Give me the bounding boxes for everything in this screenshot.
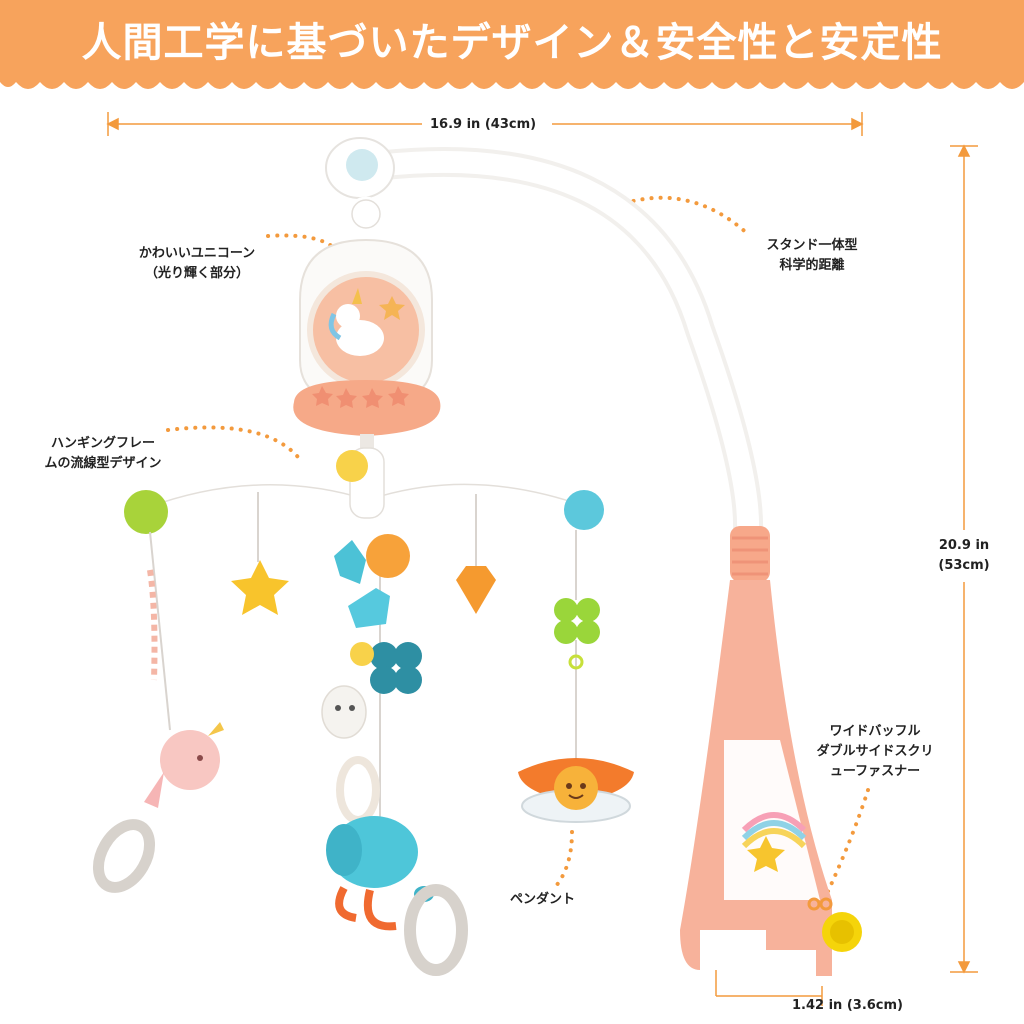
unicorn-callout-line2: （光り輝く部分） bbox=[144, 266, 249, 281]
page-title: 人間工学に基づいたデザイン＆安全性と安定性 bbox=[81, 20, 943, 66]
pendant-callout-curve bbox=[554, 830, 574, 888]
frame-callout: ハンギングフレー ムの流線型デザイン bbox=[18, 434, 188, 474]
unicorn-callout-line1: かわいいユニコーン bbox=[138, 246, 256, 261]
header-banner bbox=[0, 0, 1024, 89]
stand-callout-line1: スタンド一体型 bbox=[766, 238, 858, 253]
clear-rattle-ring bbox=[404, 884, 468, 976]
music-box bbox=[293, 238, 441, 450]
clamp-dimension-label: 1.42 in (3.6cm) bbox=[792, 998, 904, 1013]
teal-clover-toy bbox=[370, 642, 422, 694]
height-value: 20.9 in bbox=[938, 538, 990, 553]
fastener-callout-curve bbox=[822, 788, 870, 902]
hanging-frame bbox=[141, 483, 589, 517]
sun-pendant-toy bbox=[518, 758, 634, 823]
orange-gem-toy bbox=[456, 566, 496, 614]
clear-teether-ring bbox=[92, 819, 156, 893]
frame-callout-curve bbox=[166, 425, 304, 464]
width-dimension-label: 16.9 in (43cm) bbox=[430, 117, 537, 132]
stand-callout-line2: 科学的距離 bbox=[779, 258, 845, 273]
height-metric: (53cm) bbox=[938, 558, 990, 573]
fastener-callout-line1: ワイドバッフル bbox=[829, 724, 921, 739]
clamp-dimension-line bbox=[715, 970, 823, 1006]
pendant-callout: ペンダント bbox=[510, 892, 576, 907]
stand-base bbox=[680, 526, 833, 976]
green-clover-toy bbox=[554, 598, 600, 644]
fastener-callout-line2: ダブルサイドスクリ bbox=[816, 744, 934, 759]
height-dimension-line bbox=[950, 144, 978, 974]
fastener-knob bbox=[766, 912, 862, 952]
blue-elephant-toy bbox=[326, 816, 434, 931]
height-dimension-label: 20.9 in (53cm) bbox=[932, 536, 996, 576]
stand-callout-curve bbox=[614, 195, 752, 238]
stand-callout: スタンド一体型 科学的距離 bbox=[752, 236, 872, 276]
unicorn-callout: かわいいユニコーン （光り輝く部分） bbox=[122, 244, 272, 284]
frame-callout-line2: ムの流線型デザイン bbox=[44, 456, 162, 471]
fastener-callout-line3: ューファスナー bbox=[829, 764, 921, 779]
yellow-star-toy bbox=[231, 560, 289, 615]
fastener-callout: ワイドバッフル ダブルサイドスクリ ューファスナー bbox=[800, 722, 950, 782]
frame-callout-line1: ハンギングフレー bbox=[50, 436, 155, 451]
pink-bird-toy bbox=[144, 569, 224, 808]
width-dimension-line bbox=[106, 112, 864, 136]
